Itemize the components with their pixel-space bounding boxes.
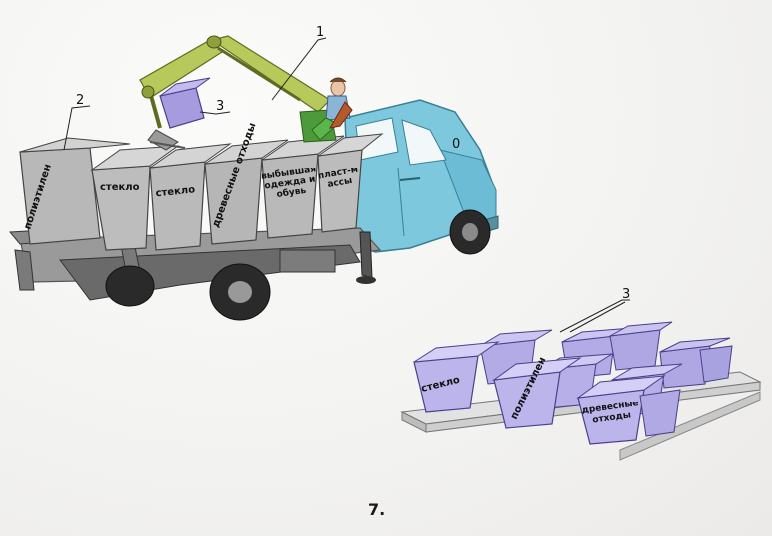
truck-bin-glass-1: стекло bbox=[90, 145, 180, 251]
truck-bin-label-6: пласт-массы bbox=[317, 168, 359, 191]
ground-bins: стекло полиэтилен древесные отходы bbox=[413, 321, 733, 445]
truck-bin-label-5-wrap: выбывшая одежда и обувь bbox=[262, 168, 317, 200]
truck-bin-plastic: пласт-массы bbox=[317, 133, 384, 233]
crane-operator bbox=[311, 77, 353, 141]
truck-bin-label-6-wrap: пласт-массы bbox=[317, 168, 359, 191]
callout-lines bbox=[63, 37, 630, 333]
truck-chassis bbox=[8, 227, 382, 321]
ground-bin-wood: древесные отходы bbox=[576, 375, 681, 445]
figure-number: 7. bbox=[368, 500, 385, 519]
callout-3-set: 3 bbox=[622, 287, 630, 302]
callout-1: 1 bbox=[316, 25, 324, 40]
ground-bin-label-3-wrap: древесные отходы bbox=[581, 402, 640, 426]
callout-0: 0 bbox=[452, 137, 460, 152]
truck-bin-label-3: стекло bbox=[155, 184, 196, 199]
truck-bins: полиэтилен стекло стекло древесные отход… bbox=[19, 122, 384, 251]
truck-bin-label-5: выбывшая одежда и обувь bbox=[262, 168, 317, 200]
truck-cab bbox=[344, 99, 499, 255]
truck-bin-glass-2: стекло bbox=[149, 143, 232, 251]
crane-bucket bbox=[147, 77, 211, 151]
ground-bin-label-3: древесные отходы bbox=[581, 402, 640, 426]
truck-bin-clothing: выбывшая одежда и обувь bbox=[261, 135, 345, 239]
callout-2: 2 bbox=[76, 93, 84, 108]
callout-3-crane: 3 bbox=[216, 99, 224, 114]
ground-bin-back-row bbox=[479, 321, 733, 389]
truck-bin-label-2: стекло bbox=[100, 182, 140, 193]
ground-bin-glass: стекло bbox=[413, 341, 500, 413]
truck-bin-polyethylene: полиэтилен bbox=[19, 137, 131, 245]
ground-bin-polyethylene: полиэтилен bbox=[492, 355, 582, 429]
